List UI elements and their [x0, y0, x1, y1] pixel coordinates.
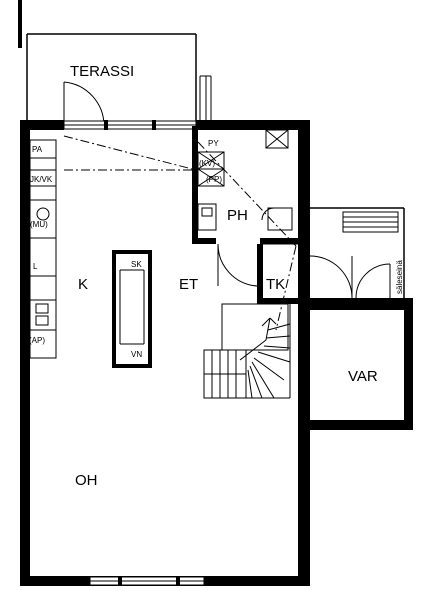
terrace: [26, 33, 212, 127]
fixture-label-ap: (AP): [29, 336, 45, 345]
bathroom-fixtures: [197, 129, 293, 231]
bathroom-walls: [192, 126, 310, 304]
room-label-k: K: [78, 276, 88, 293]
fixture-label-kv: (KV): [199, 159, 215, 168]
window-bottom: [89, 576, 205, 586]
room-label-ph: PH: [227, 207, 248, 224]
exterior-walls: [18, 0, 413, 586]
fixture-label-l: L: [33, 262, 38, 271]
dash-dot-lines: [63, 135, 297, 331]
fixture-label-pp: (PP): [206, 175, 222, 184]
window-top: [63, 120, 197, 130]
room-label-oh: OH: [75, 472, 98, 489]
kitchen-counter: [29, 139, 57, 359]
room-label-terassi: TERASSI: [70, 63, 134, 80]
room-label-et: ET: [179, 276, 198, 293]
fixture-label-pa: PA: [32, 145, 43, 154]
room-label-tk: TK: [266, 276, 285, 293]
fixture-label-sk: SK: [131, 260, 142, 269]
fixture-label-vn: VN: [131, 350, 142, 359]
fixture-label-mu: (MU): [30, 220, 48, 229]
room-label-var: VAR: [348, 368, 378, 385]
fixture-label-jkvk: JK/VK: [30, 175, 53, 184]
fixture-label-saleseina: säleseinä: [395, 260, 404, 294]
staircase: [203, 303, 291, 399]
outdoor-annex: [309, 207, 405, 299]
kitchen-island: [112, 250, 152, 368]
fixture-label-py: PY: [208, 139, 219, 148]
